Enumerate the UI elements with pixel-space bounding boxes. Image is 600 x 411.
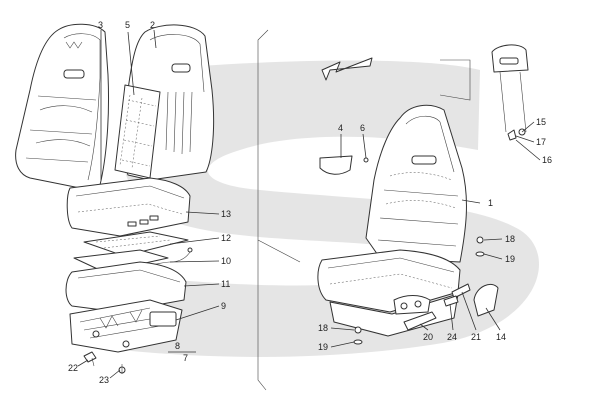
callout-10: 10 [221,256,231,266]
callout-17: 17 [536,137,546,147]
callout-21: 21 [471,332,481,342]
badge-4 [319,155,369,175]
callout-15: 15 [536,117,546,127]
callout-23: 23 [99,375,109,385]
callout-4: 4 [338,123,343,133]
screw-18b [354,326,362,334]
side-trim-14 [473,284,499,317]
cover-20 [403,311,437,331]
callout-11: 11 [221,279,230,289]
direction-arrow [321,57,373,81]
screw-23 [118,364,126,374]
seat-frame-cover [65,261,187,313]
callout-14: 14 [496,332,506,342]
callout-2: 2 [150,20,155,30]
screw-22 [83,351,97,367]
callout-19-lower: 19 [318,342,328,352]
headrest-assembly [491,44,529,141]
callout-12: 12 [221,233,231,243]
callout-24: 24 [447,332,457,342]
side-trim-21 [451,283,471,299]
callout-18-lower: 18 [318,323,328,333]
washer-19a [475,251,485,257]
callout-13: 13 [221,209,231,219]
callout-22: 22 [68,363,78,373]
leader-lines [77,29,541,379]
callout-9: 9 [221,301,226,311]
section-divider [257,29,471,391]
callout-3: 3 [98,20,103,30]
lever-24 [443,295,459,307]
callout-6: 6 [360,123,365,133]
callout-16: 16 [542,155,552,165]
callout-18-upper: 18 [505,234,515,244]
callout-7: 7 [183,353,188,363]
heating-mat [83,231,189,257]
callout-1: 1 [488,198,493,208]
seat-base-frame [69,299,183,353]
callout-20: 20 [423,332,433,342]
wire-harness [73,247,193,273]
callout-8: 8 [175,341,180,351]
washer-19b [353,339,363,345]
callout-labels: 3 5 2 13 12 10 11 9 8 7 22 23 4 6 15 17 … [68,20,552,385]
screw-18a [476,236,484,244]
callout-19-upper: 19 [505,254,515,264]
assembled-seat [317,104,467,337]
seat-cushion [66,177,191,237]
callout-5: 5 [125,20,130,30]
backrest-cover [15,23,110,189]
